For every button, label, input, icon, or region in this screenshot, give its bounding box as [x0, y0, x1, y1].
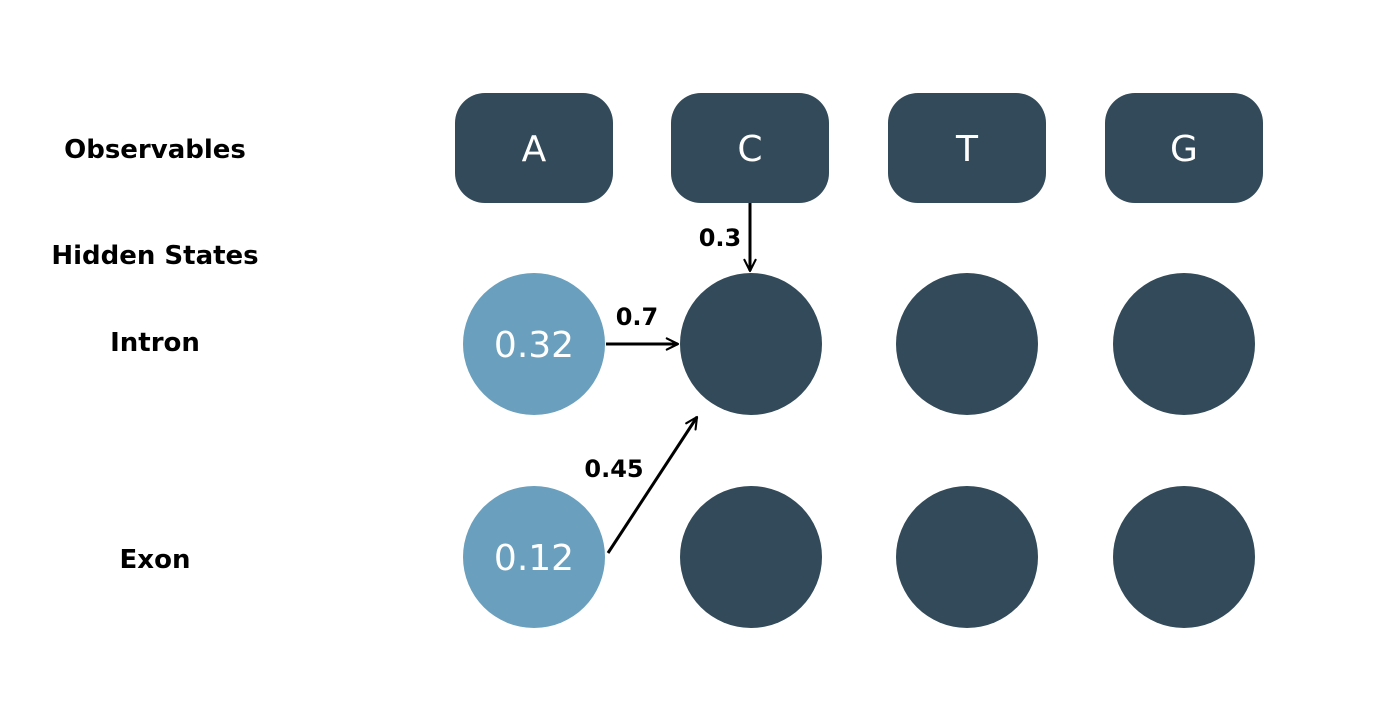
intron-state-t — [896, 273, 1038, 415]
observable-symbol: A — [522, 129, 547, 170]
observable-c: C — [671, 93, 829, 203]
observable-box — [455, 93, 613, 203]
observable-t: T — [888, 93, 1046, 203]
intron-label: Intron — [110, 328, 200, 358]
state-circle — [463, 273, 605, 415]
exon-transition-probability-label: 0.45 — [584, 455, 643, 483]
observable-symbol: T — [955, 129, 979, 170]
observable-a: A — [455, 93, 613, 203]
hidden-states-label: Hidden States — [51, 241, 258, 271]
exon-label: Exon — [120, 545, 191, 575]
exon-to-intron-arrow — [606, 415, 699, 554]
intron-initial-probability: 0.32 — [494, 325, 574, 366]
observable-symbol: C — [737, 129, 762, 170]
intron-state-a: 0.32 — [463, 273, 605, 415]
observable-g: G — [1105, 93, 1263, 203]
intron-state-g — [1113, 273, 1255, 415]
intron-transition-probability-label: 0.7 — [616, 303, 659, 331]
exon-state-a: 0.12 — [463, 486, 605, 628]
observable-box — [888, 93, 1046, 203]
observable-symbol: G — [1170, 129, 1198, 170]
exon-initial-probability: 0.12 — [494, 538, 574, 579]
exon-state-c — [680, 486, 822, 628]
exon-state-g — [1113, 486, 1255, 628]
state-circle — [463, 486, 605, 628]
emission-probability-label: 0.3 — [699, 224, 742, 252]
exon-state-t — [896, 486, 1038, 628]
observable-box — [671, 93, 829, 203]
intron-state-c — [680, 273, 822, 415]
observable-box — [1105, 93, 1263, 203]
observables-label: Observables — [64, 135, 246, 165]
